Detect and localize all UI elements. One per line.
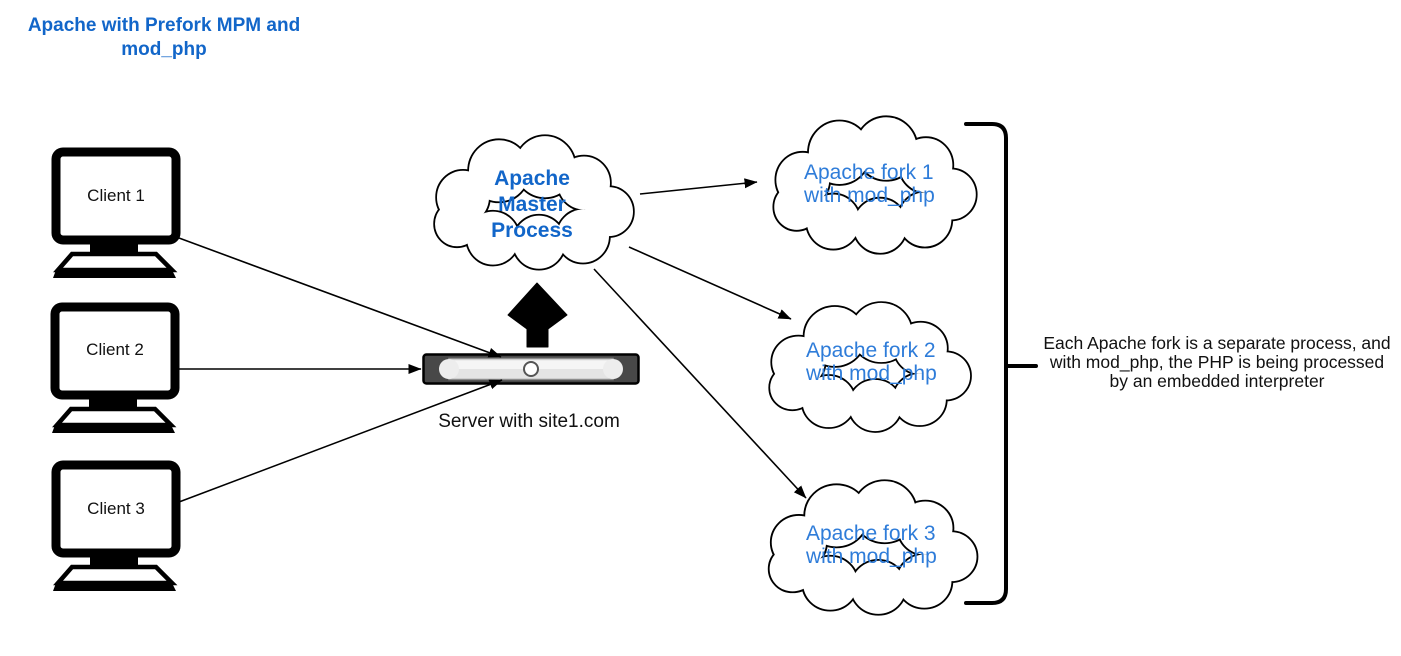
arrow-client1-to-server (178, 237, 502, 358)
fork2-label: Apache fork 2 with mod_php (806, 339, 937, 385)
client2-computer-icon (52, 307, 175, 433)
fork-explanation-note: Each Apache fork is a separate process, … (1043, 333, 1391, 391)
client1-label: Client 1 (87, 186, 145, 205)
arrow-master-to-fork1 (639, 178, 758, 195)
server-label: Server with site1.com (438, 411, 620, 432)
diagram-title: Apache with Prefork MPM and mod_php (27, 15, 301, 60)
client1-computer-icon (53, 152, 176, 278)
bracket-icon (964, 122, 1038, 605)
client3-computer-icon (53, 465, 176, 591)
fork1-label: Apache fork 1 with mod_php (804, 161, 935, 207)
master-process-label: Apache Master Process (491, 167, 573, 242)
rack-server-icon (422, 353, 640, 385)
client2-label: Client 2 (86, 340, 144, 359)
arrow-master-to-fork3 (593, 268, 807, 499)
arrow-client3-to-server (178, 379, 503, 503)
client3-label: Client 3 (87, 499, 145, 518)
block-arrow-up-icon (507, 282, 568, 348)
fork3-label: Apache fork 3 with mod_php (806, 522, 937, 568)
arrow-master-to-fork2 (628, 246, 792, 320)
